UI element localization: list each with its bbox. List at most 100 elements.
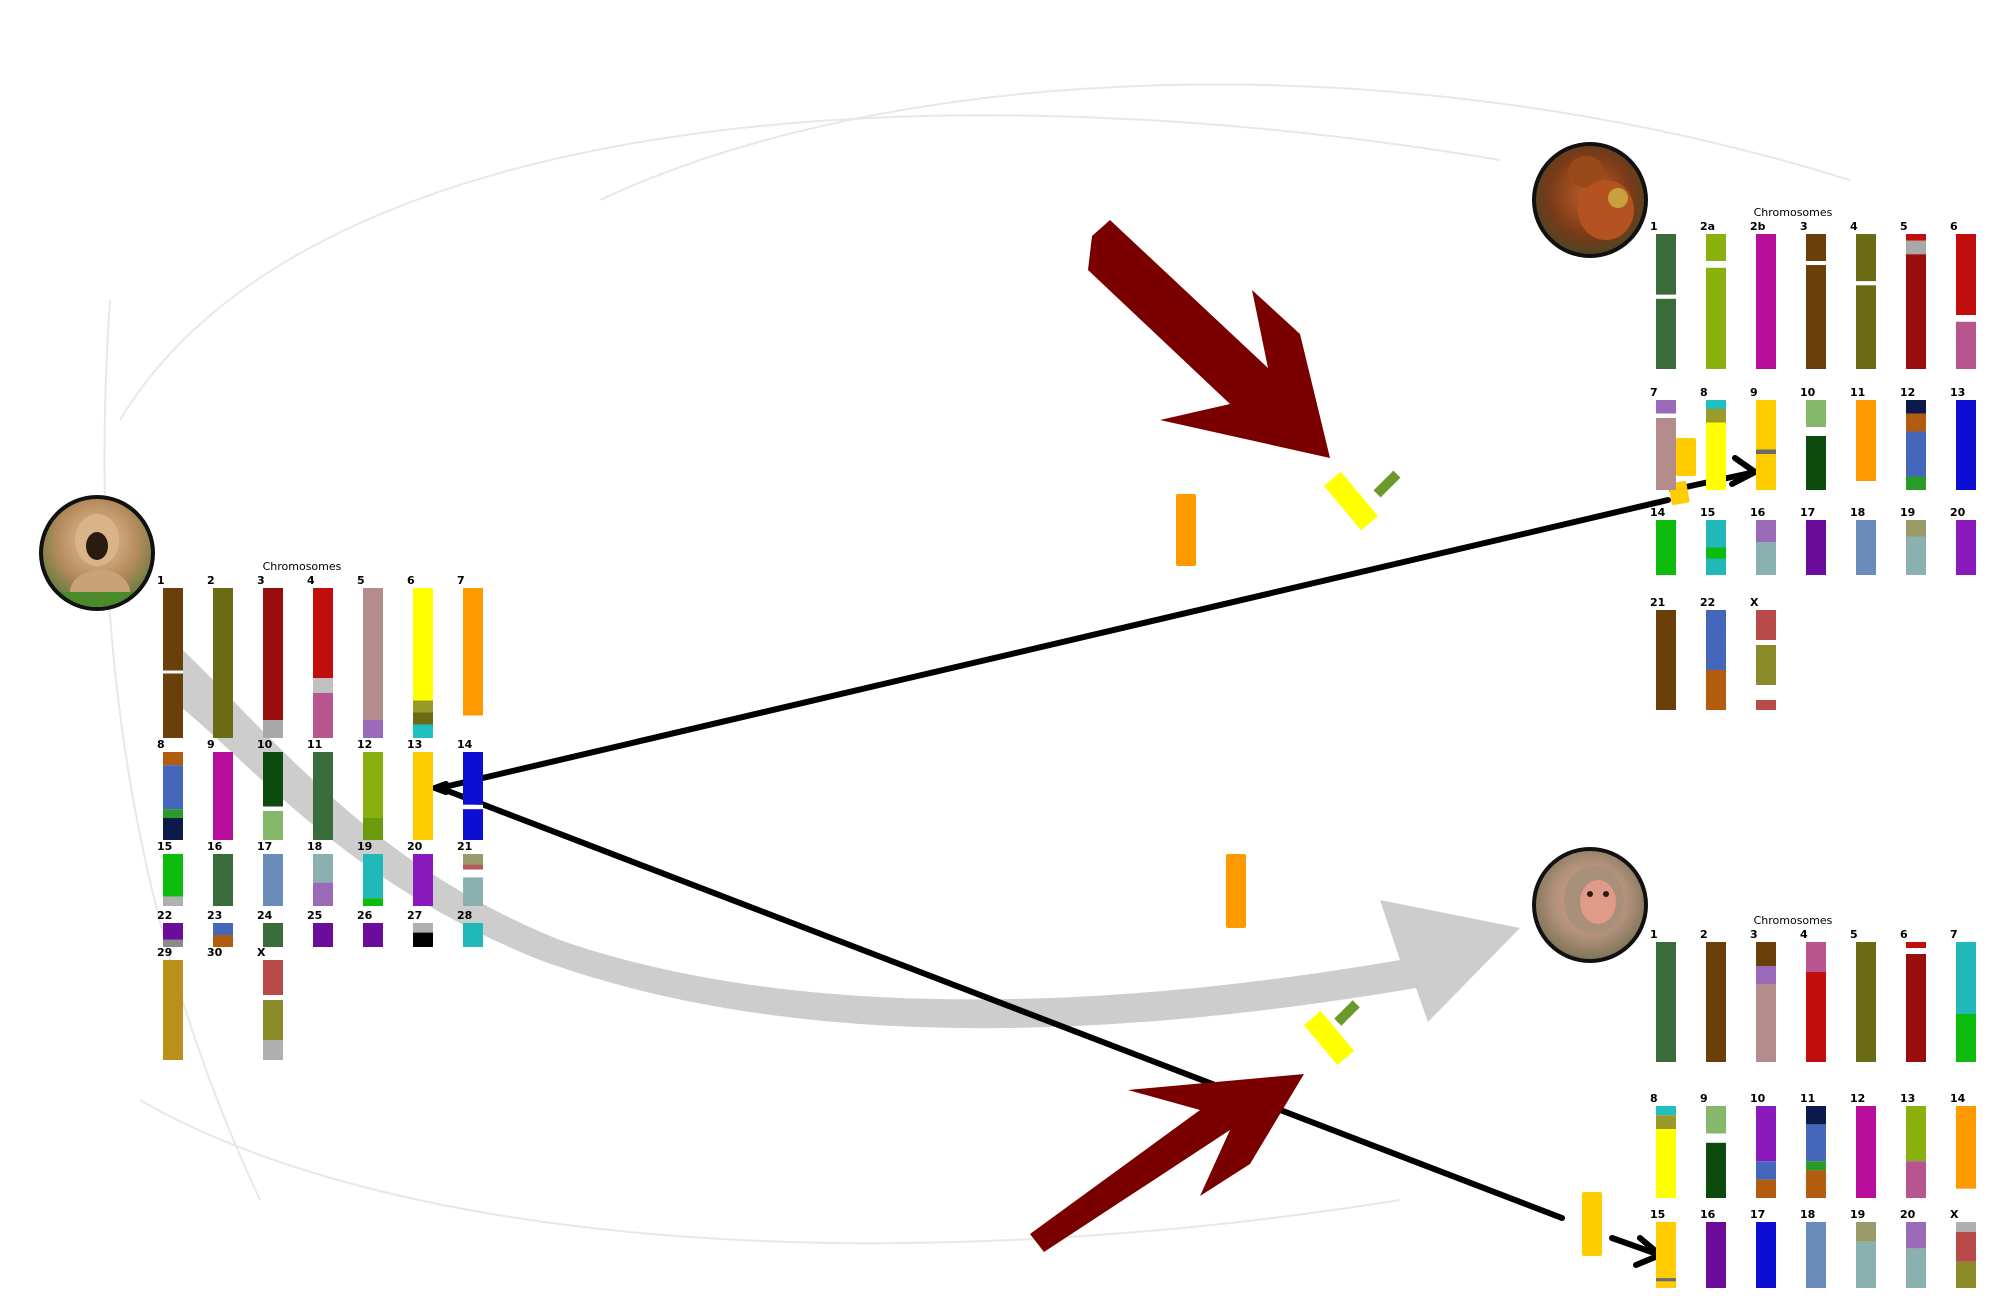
chromosome-segment bbox=[1756, 942, 1776, 966]
chromosome-label: 18 bbox=[1850, 506, 1865, 519]
chromosome-segment bbox=[1806, 1106, 1826, 1125]
chromosome-segment bbox=[363, 720, 383, 738]
chromosome-label: 15 bbox=[1700, 506, 1715, 519]
chromosomes-title: Chromosomes bbox=[263, 560, 342, 573]
chromosome-label: 3 bbox=[1750, 928, 1758, 941]
chromosome-label: 26 bbox=[357, 909, 373, 922]
chromosome-segment bbox=[463, 869, 483, 878]
chromosome-segment bbox=[1906, 400, 1926, 414]
chromosome-segment bbox=[1906, 1161, 1926, 1198]
chromosome-segment bbox=[1906, 240, 1926, 255]
chromosome-label: 19 bbox=[1850, 1208, 1865, 1221]
chromosome-segment bbox=[1656, 400, 1676, 414]
chromosome-segment bbox=[1706, 558, 1726, 575]
chromosome-label: 14 bbox=[1650, 506, 1666, 519]
chromosome-label: 11 bbox=[1850, 386, 1865, 399]
orange-fragment bbox=[1176, 494, 1196, 566]
chromosome-segment bbox=[1706, 547, 1726, 559]
chromosome-segment bbox=[213, 854, 233, 906]
chromosome-label: 16 bbox=[1750, 506, 1766, 519]
chromosome-label: 10 bbox=[257, 738, 273, 751]
chromosome-segment bbox=[1956, 1261, 1976, 1288]
chromosome-segment bbox=[163, 588, 183, 671]
chromosome-segment bbox=[1656, 1106, 1676, 1116]
chromosome-segment bbox=[263, 806, 283, 811]
chromosome-label: 12 bbox=[1900, 386, 1915, 399]
chromosome-segment bbox=[1806, 1170, 1826, 1198]
green-small-fragment bbox=[1334, 1000, 1360, 1026]
chromosome-segment bbox=[413, 712, 433, 725]
chromosome-segment bbox=[1856, 942, 1876, 1062]
chromosome-segment bbox=[1906, 1222, 1926, 1249]
chromosome-segment bbox=[1856, 285, 1876, 369]
chromosome-segment bbox=[1806, 1222, 1826, 1288]
chromosome-segment bbox=[1756, 1106, 1776, 1162]
chromosome-segment bbox=[1706, 234, 1726, 261]
chromosome-segment bbox=[1656, 234, 1676, 295]
chromosome-segment bbox=[1806, 400, 1826, 427]
chromosome-label: 7 bbox=[1650, 386, 1658, 399]
chromosome-segment bbox=[163, 670, 183, 674]
chromosome-segment bbox=[1706, 1222, 1726, 1288]
chromosome-segment bbox=[1706, 520, 1726, 548]
chromosome-segment bbox=[313, 882, 333, 906]
chromosome-segment bbox=[1756, 449, 1776, 454]
chromosome-label: 13 bbox=[1900, 1092, 1915, 1105]
chromosome-segment bbox=[1856, 481, 1876, 490]
chromosome-segment bbox=[1656, 294, 1676, 299]
chromosome-label: 15 bbox=[157, 840, 172, 853]
chromosome-segment bbox=[463, 588, 483, 716]
chromosome-segment bbox=[1906, 942, 1926, 948]
chromosome-segment bbox=[1956, 321, 1976, 369]
chromosome-segment bbox=[263, 1040, 283, 1060]
chromosome-segment bbox=[1706, 1106, 1726, 1134]
chromosome-segment bbox=[263, 854, 283, 906]
chromosome-label: 13 bbox=[407, 738, 422, 751]
chromosome-segment bbox=[213, 752, 233, 840]
chromosome-segment bbox=[1706, 670, 1726, 710]
chromosome-segment bbox=[1756, 966, 1776, 984]
chromosome-label: 8 bbox=[1700, 386, 1708, 399]
chromosome-segment bbox=[1806, 942, 1826, 972]
chromosome-segment bbox=[1806, 261, 1826, 266]
dark-red-arrow-top bbox=[1088, 220, 1330, 458]
gibbon-avatar bbox=[39, 495, 155, 611]
chromosomes-title: Chromosomes bbox=[1754, 206, 1833, 219]
chromosome-segment bbox=[163, 765, 183, 810]
chromosome-label: 1 bbox=[1650, 220, 1658, 233]
chromosome-segment bbox=[463, 752, 483, 805]
chromosome-segment bbox=[313, 752, 333, 840]
green-small-fragment bbox=[1373, 470, 1401, 498]
chromosome-label: 3 bbox=[1800, 220, 1808, 233]
chromosome-segment bbox=[163, 673, 183, 738]
chromosome-label: 12 bbox=[1850, 1092, 1865, 1105]
chromosome-segment bbox=[263, 720, 283, 738]
chromosome-segment bbox=[1856, 234, 1876, 282]
chromosome-label: 17 bbox=[1750, 1208, 1765, 1221]
orange-fragment bbox=[1226, 854, 1246, 928]
chromosome-label: 4 bbox=[307, 574, 315, 587]
chromosome-label: 27 bbox=[407, 909, 422, 922]
chromosome-segment bbox=[163, 809, 183, 818]
chromosome-segment bbox=[1656, 413, 1676, 418]
chromosome-segment bbox=[363, 898, 383, 906]
chromosome-segment bbox=[163, 752, 183, 766]
chromosome-label: 24 bbox=[257, 909, 273, 922]
chromosome-segment bbox=[1856, 1106, 1876, 1198]
chromosome-label: 4 bbox=[1800, 928, 1808, 941]
chromosome-segment bbox=[1656, 1129, 1676, 1198]
chromosome-segment bbox=[263, 1000, 283, 1040]
chromosome-label: 4 bbox=[1850, 220, 1858, 233]
chromosome-segment bbox=[1706, 400, 1726, 409]
chromosome-segment bbox=[263, 752, 283, 807]
chromosome-segment bbox=[1906, 948, 1926, 954]
chromosome-segment bbox=[413, 854, 433, 906]
chromosome-label: 1 bbox=[1650, 928, 1658, 941]
chromosome-segment bbox=[1906, 536, 1926, 575]
chromosome-segment bbox=[413, 700, 433, 713]
chromosome-segment bbox=[413, 724, 433, 738]
chromosome-segment bbox=[163, 896, 183, 906]
chromosome-segment bbox=[213, 935, 233, 947]
chromosome-label: 20 bbox=[407, 840, 423, 853]
